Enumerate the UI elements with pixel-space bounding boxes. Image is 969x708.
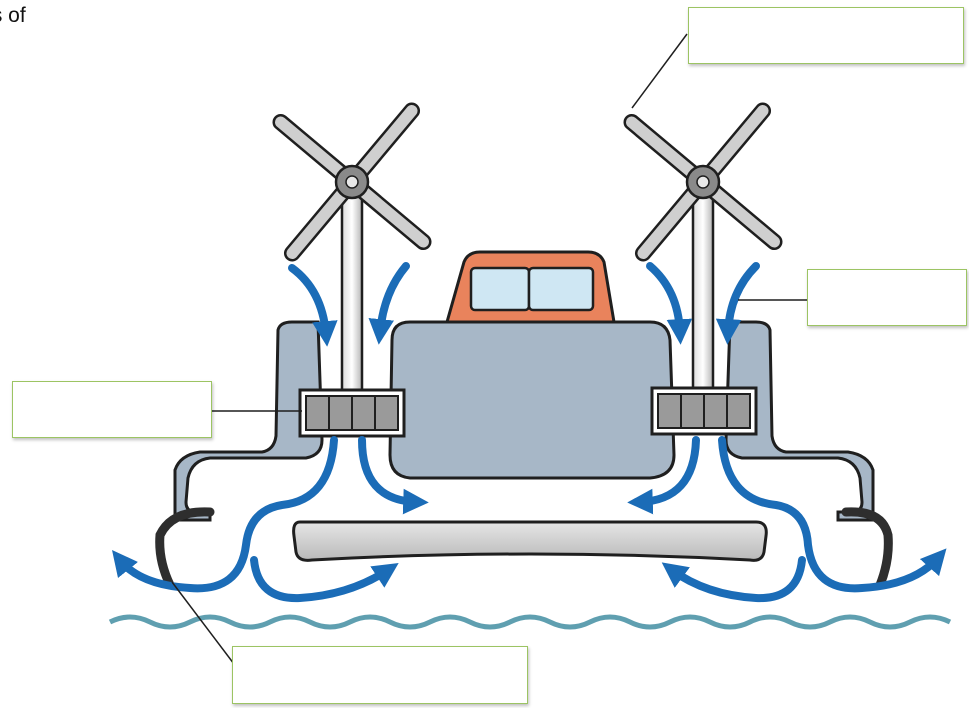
engine-housing-left: [298, 388, 406, 438]
skirt-left: [155, 507, 215, 590]
cushion-arrow: [718, 436, 947, 593]
cushion-arrow: [358, 436, 429, 515]
label-box-left[interactable]: [12, 381, 212, 438]
leader-lines: [171, 33, 807, 665]
heading-text: ts of: [0, 4, 26, 27]
cushion-arrow: [627, 436, 700, 515]
label-box-top-right[interactable]: [688, 7, 964, 64]
cabin-window-left: [469, 266, 531, 312]
cushion-arrow: [661, 556, 806, 603]
label-box-bottom[interactable]: [232, 646, 528, 704]
skirt-right: [841, 507, 893, 590]
intake-arrow: [715, 262, 760, 345]
label-box-right[interactable]: [807, 269, 967, 326]
water-surface: [108, 614, 952, 630]
cabin-window-right: [527, 266, 595, 312]
airflow-cushion-arrows: [111, 436, 947, 603]
fan-right: [623, 102, 783, 262]
page-heading: ts of: [0, 4, 40, 28]
cushion-arrow: [250, 556, 399, 603]
fan-left: [272, 102, 432, 262]
intake-arrow: [288, 264, 338, 347]
leader-line-top-right: [631, 33, 688, 109]
fan-post-left: [340, 183, 364, 397]
fan-post-right: [691, 183, 715, 397]
air-cushion-bar: [292, 520, 768, 562]
engine-housing-right: [650, 386, 758, 436]
airflow-intake-arrows: [288, 262, 760, 347]
intake-arrow: [368, 262, 410, 345]
intake-arrow: [646, 262, 693, 345]
leader-line-bottom: [171, 581, 235, 665]
hull-center: [388, 320, 676, 480]
cushion-arrow: [111, 436, 338, 593]
